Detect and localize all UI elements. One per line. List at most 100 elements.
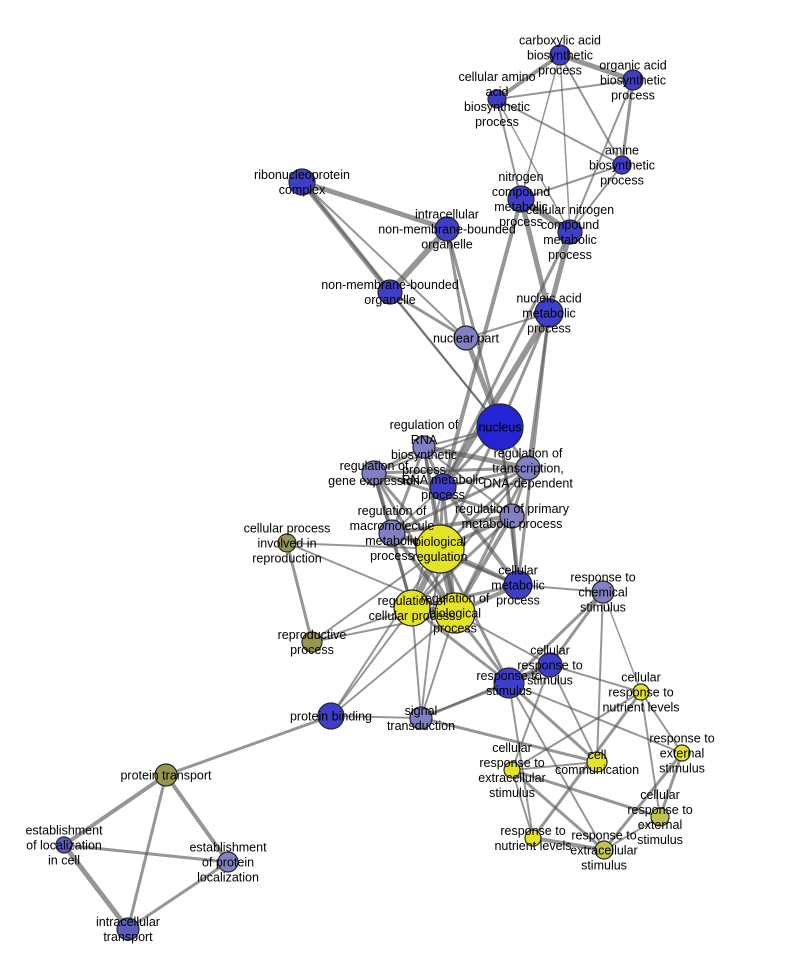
edge-regulation_of_rna_biosynthetic_process--regulation_of_macromolecule_metabolic_process	[390, 445, 426, 535]
node-cellular_metabolic_process[interactable]	[503, 570, 533, 600]
edge-cellular_process_involved_in_reproduction--reproductive_process	[285, 541, 314, 644]
node-protein_transport[interactable]	[154, 763, 178, 787]
edge-response_to_chemical_stimulus--cellular_response_to_nutrient_levels	[602, 591, 642, 693]
edge-cellular_response_to_nutrient_levels--cellular_response_to_external_stimulus	[640, 691, 661, 818]
edge-cellular_amino_acid_biosynthetic_process--amine_biosynthetic_process	[496, 98, 623, 166]
edge-layer	[61, 52, 684, 932]
node-establishment_of_protein_localization[interactable]	[217, 851, 239, 873]
node-cellular_response_to_external_stimulus[interactable]	[650, 807, 670, 827]
edge-establishment_of_localization_in_cell--establishment_of_protein_localization	[62, 843, 230, 864]
node-cell_communication[interactable]	[586, 751, 608, 773]
node-regulation_of_primary_metabolic_process[interactable]	[499, 503, 525, 529]
node-intracellular_non_membrane_bounded_organelle[interactable]	[434, 216, 460, 242]
node-nuclear_part[interactable]	[453, 325, 479, 351]
edge-response_to_external_stimulus--response_to_extracellular_stimulus	[602, 751, 684, 852]
node-label-nucleus: nucleus	[478, 421, 521, 435]
node-response_to_nutrient_levels[interactable]	[524, 829, 542, 847]
edge-response_to_stimulus--regulation_of_cellular_process	[410, 606, 511, 685]
edge-response_to_extracellular_stimulus--response_to_nutrient_levels	[531, 836, 606, 852]
edge-protein_binding--signal_transduction	[330, 715, 422, 719]
node-nitrogen_compound_metabolic_process[interactable]	[507, 185, 535, 213]
node-response_to_external_stimulus[interactable]	[673, 744, 691, 762]
node-establishment_of_localization_in_cell[interactable]	[55, 836, 73, 854]
edge-rna_metabolic_process--cellular_metabolic_process	[441, 485, 520, 587]
edge-response_to_nutrient_levels--cellular_response_to_extracellular_stimulus	[511, 769, 534, 839]
edge-cellular_response_to_nutrient_levels--response_to_external_stimulus	[640, 691, 683, 754]
edge-intracellular_non_membrane_bounded_organelle--nuclear_part	[445, 227, 468, 340]
edge-response_to_stimulus--response_to_external_stimulus	[508, 682, 683, 754]
node-cellular_nitrogen_compound_metabolic_process[interactable]	[557, 219, 583, 245]
node-protein_binding[interactable]	[317, 702, 345, 730]
edge-ribonucleoprotein_complex--nuclear_part	[301, 181, 467, 339]
edge-regulation_of_cellular_process--regulation_of_transcription_dna_dependent	[411, 467, 529, 609]
edge-protein_binding--regulation_of_cellular_process	[330, 607, 413, 717]
node-regulation_of_rna_biosynthetic_process[interactable]	[412, 435, 436, 459]
node-response_to_stimulus[interactable]	[493, 667, 525, 699]
edge-response_to_stimulus--response_to_nutrient_levels	[508, 682, 534, 839]
node-label-protein_transport: protein transport	[120, 769, 212, 783]
node-carboxylic_acid_biosynthetic_process[interactable]	[549, 44, 571, 66]
node-intracellular_transport[interactable]	[116, 917, 140, 941]
node-regulation_of_cellular_process[interactable]	[393, 589, 431, 627]
edge-response_to_extracellular_stimulus--cellular_response_to_extracellular_stimulus	[510, 768, 606, 852]
node-amine_biosynthetic_process[interactable]	[612, 155, 632, 175]
edge-regulation_of_transcription_dna_dependent--regulation_of_gene_expression	[372, 466, 530, 475]
node-nucleus[interactable]	[476, 403, 524, 451]
node-ribonucleoprotein_complex[interactable]	[288, 168, 316, 196]
node-reproductive_process[interactable]	[301, 631, 323, 653]
edge-cellular_amino_acid_biosynthetic_process--nitrogen_compound_metabolic_process	[496, 98, 522, 200]
node-cellular_response_to_nutrient_levels[interactable]	[632, 683, 650, 701]
edge-protein_transport--establishment_of_protein_localization	[164, 773, 230, 864]
node-cellular_process_involved_in_reproduction[interactable]	[277, 533, 297, 553]
edge-cellular_response_to_stimulus--signal_transduction	[420, 664, 551, 719]
node-response_to_chemical_stimulus[interactable]	[591, 580, 615, 604]
node-signal_transduction[interactable]	[409, 706, 433, 730]
node-regulation_of_biological_process[interactable]	[434, 592, 476, 634]
edge-signal_transduction--cell_communication	[419, 716, 599, 764]
edge-response_to_stimulus--response_to_chemical_stimulus	[507, 590, 605, 685]
edge-carboxylic_acid_biosynthetic_process--nitrogen_compound_metabolic_process	[520, 54, 561, 200]
edge-cellular_process_involved_in_reproduction--biological_regulation	[286, 542, 441, 550]
node-regulation_of_transcription_dna_dependent[interactable]	[515, 455, 541, 481]
edge-regulation_of_macromolecule_metabolic_process--regulation_of_primary_metabolic_process	[390, 514, 514, 535]
node-cellular_response_to_stimulus[interactable]	[537, 652, 563, 678]
edge-cell_communication--response_to_chemical_stimulus	[596, 591, 604, 763]
node-biological_regulation[interactable]	[415, 524, 465, 574]
edge-nucleic_acid_metabolic_process--rna_metabolic_process	[440, 310, 552, 490]
node-response_to_extracellular_stimulus[interactable]	[594, 840, 614, 860]
edge-cellular_response_to_stimulus--response_to_chemical_stimulus	[548, 590, 605, 667]
edge-intracellular_non_membrane_bounded_organelle--non_membrane_bounded_organelle	[387, 226, 450, 295]
edge-cell_communication--cellular_response_to_extracellular_stimulus	[511, 761, 598, 771]
edge-establishment_of_protein_localization--intracellular_transport	[126, 860, 230, 931]
node-cellular_amino_acid_biosynthetic_process[interactable]	[487, 89, 507, 109]
node-rna_metabolic_process[interactable]	[429, 473, 457, 501]
node-organic_acid_biosynthetic_process[interactable]	[622, 69, 644, 91]
node-regulation_of_gene_expression[interactable]	[361, 460, 387, 486]
node-regulation_of_macromolecule_metabolic_process[interactable]	[378, 519, 406, 547]
node-nucleic_acid_metabolic_process[interactable]	[534, 298, 564, 328]
node-non_membrane_bounded_organelle[interactable]	[377, 279, 403, 305]
node-cellular_response_to_extracellular_stimulus[interactable]	[503, 761, 521, 779]
